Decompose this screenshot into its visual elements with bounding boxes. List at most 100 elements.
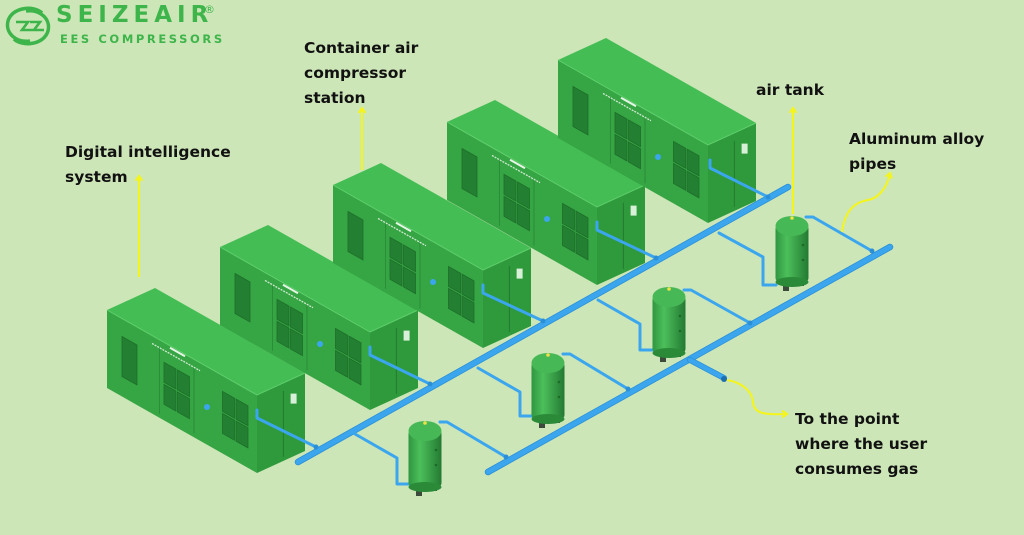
door-window: [403, 266, 416, 295]
container-roof: [220, 225, 418, 332]
tank-inlet-pipe: [596, 298, 656, 352]
end-badge: [403, 330, 410, 341]
tank-body: [652, 296, 686, 353]
label-air-tank: air tank: [756, 81, 825, 99]
container-logo-mark: [395, 221, 412, 233]
compressor-container-1: [106, 288, 306, 473]
side-window: [686, 170, 700, 199]
side-window: [222, 390, 235, 419]
side-window: [448, 265, 461, 294]
tank-dome: [775, 216, 809, 236]
logo-brand-text: SEIZEAIR: [56, 2, 214, 28]
container-edge-highlight: [332, 184, 532, 271]
door-window: [177, 391, 190, 420]
container-brand-text: [377, 217, 427, 247]
seizeair-logo: SEIZEAIR ® EES COMPRESSORS: [4, 2, 234, 50]
container-brand-text: [264, 279, 314, 309]
container-roof: [333, 163, 531, 270]
container-roof: [447, 100, 645, 207]
pressure-gauge: [801, 243, 805, 247]
container-roof: [107, 288, 305, 395]
door-window: [403, 244, 416, 273]
digital-arrow-head: [134, 174, 144, 182]
vent-panel: [347, 210, 364, 261]
container-edge-highlight: [219, 246, 419, 333]
tank-inlet-pipe: [476, 366, 535, 418]
label-digital-intelligence: Digital intelligence system: [65, 143, 231, 186]
pipes-group: [255, 158, 894, 486]
end-badge: [741, 143, 748, 154]
air-tank-1: [408, 421, 442, 496]
compressor-container-4: [446, 100, 646, 285]
side-window: [562, 224, 575, 253]
s-swirl-logo-icon: [5, 6, 51, 46]
door-window: [389, 258, 403, 287]
pipe-joint: [747, 320, 753, 326]
container-brand-text: [491, 154, 541, 184]
side-window: [448, 287, 461, 316]
pipe-joint: [313, 444, 319, 450]
outlet-valve: [544, 216, 550, 222]
tank-inlet-pipe: [353, 432, 412, 486]
outlet-branch-pipe: [708, 158, 770, 199]
pipes-arrow-head: [884, 171, 893, 180]
container-edge-highlight: [446, 121, 646, 208]
outlet-valve: [204, 404, 210, 410]
pipes-arrow: [841, 172, 891, 233]
side-window: [461, 273, 475, 302]
outlet-valve: [430, 279, 436, 285]
tank-bottom: [775, 277, 809, 287]
outlet-branch-pipe: [595, 220, 658, 260]
user-arrow: [726, 379, 788, 416]
drain-port: [801, 258, 805, 262]
air-tank-3: [652, 287, 686, 362]
door-window: [517, 203, 530, 232]
door-window: [163, 383, 177, 412]
container-arrow-head: [357, 106, 367, 114]
air-tank-4: [775, 216, 809, 291]
container-logo-mark: [620, 96, 637, 108]
side-window: [562, 202, 575, 231]
side-window: [235, 420, 249, 449]
tank-dome: [408, 421, 442, 441]
door-window: [290, 306, 303, 335]
end-badge: [516, 268, 523, 279]
door-window: [163, 361, 177, 390]
tank-outlet-pipe: [682, 288, 752, 325]
pipe-joint: [765, 194, 771, 200]
label-user-point: To the point where the user consumes gas: [795, 410, 928, 478]
side-window: [348, 357, 362, 386]
label-container-station: Container air compressor station: [304, 39, 419, 107]
outlet-branch-pipe: [255, 408, 318, 449]
compressor-container-5: [557, 38, 757, 223]
door-window: [628, 119, 641, 148]
outlet-branch-pipe: [368, 345, 432, 386]
side-window: [575, 232, 589, 261]
pressure-gauge: [557, 380, 561, 384]
supply-end-cap: [721, 376, 727, 382]
side-window: [673, 162, 686, 191]
air-tank-2: [531, 353, 565, 428]
safety-valve: [546, 353, 550, 357]
tank-bottom: [652, 348, 686, 358]
compressor-container-2: [219, 225, 419, 410]
door-window: [290, 328, 303, 357]
outlet-branch-pipe: [481, 283, 545, 323]
label-aluminum-pipes: Aluminum alloy pipes: [849, 130, 985, 173]
safety-valve: [790, 216, 794, 220]
tank-arrow-head: [788, 106, 798, 114]
upper-header-pipe: [295, 184, 791, 465]
door-window: [389, 236, 403, 265]
tank-dome: [652, 287, 686, 307]
container-brand-text: [151, 342, 201, 372]
side-window: [335, 327, 348, 356]
arrows-group: [134, 106, 893, 419]
safety-valve: [423, 421, 427, 425]
end-badge: [630, 205, 637, 216]
side-window: [335, 349, 348, 378]
door-window: [628, 141, 641, 170]
door-window: [276, 320, 290, 349]
side-window: [348, 335, 362, 364]
outlet-valve: [317, 341, 323, 347]
container-brand-text: [602, 92, 652, 122]
